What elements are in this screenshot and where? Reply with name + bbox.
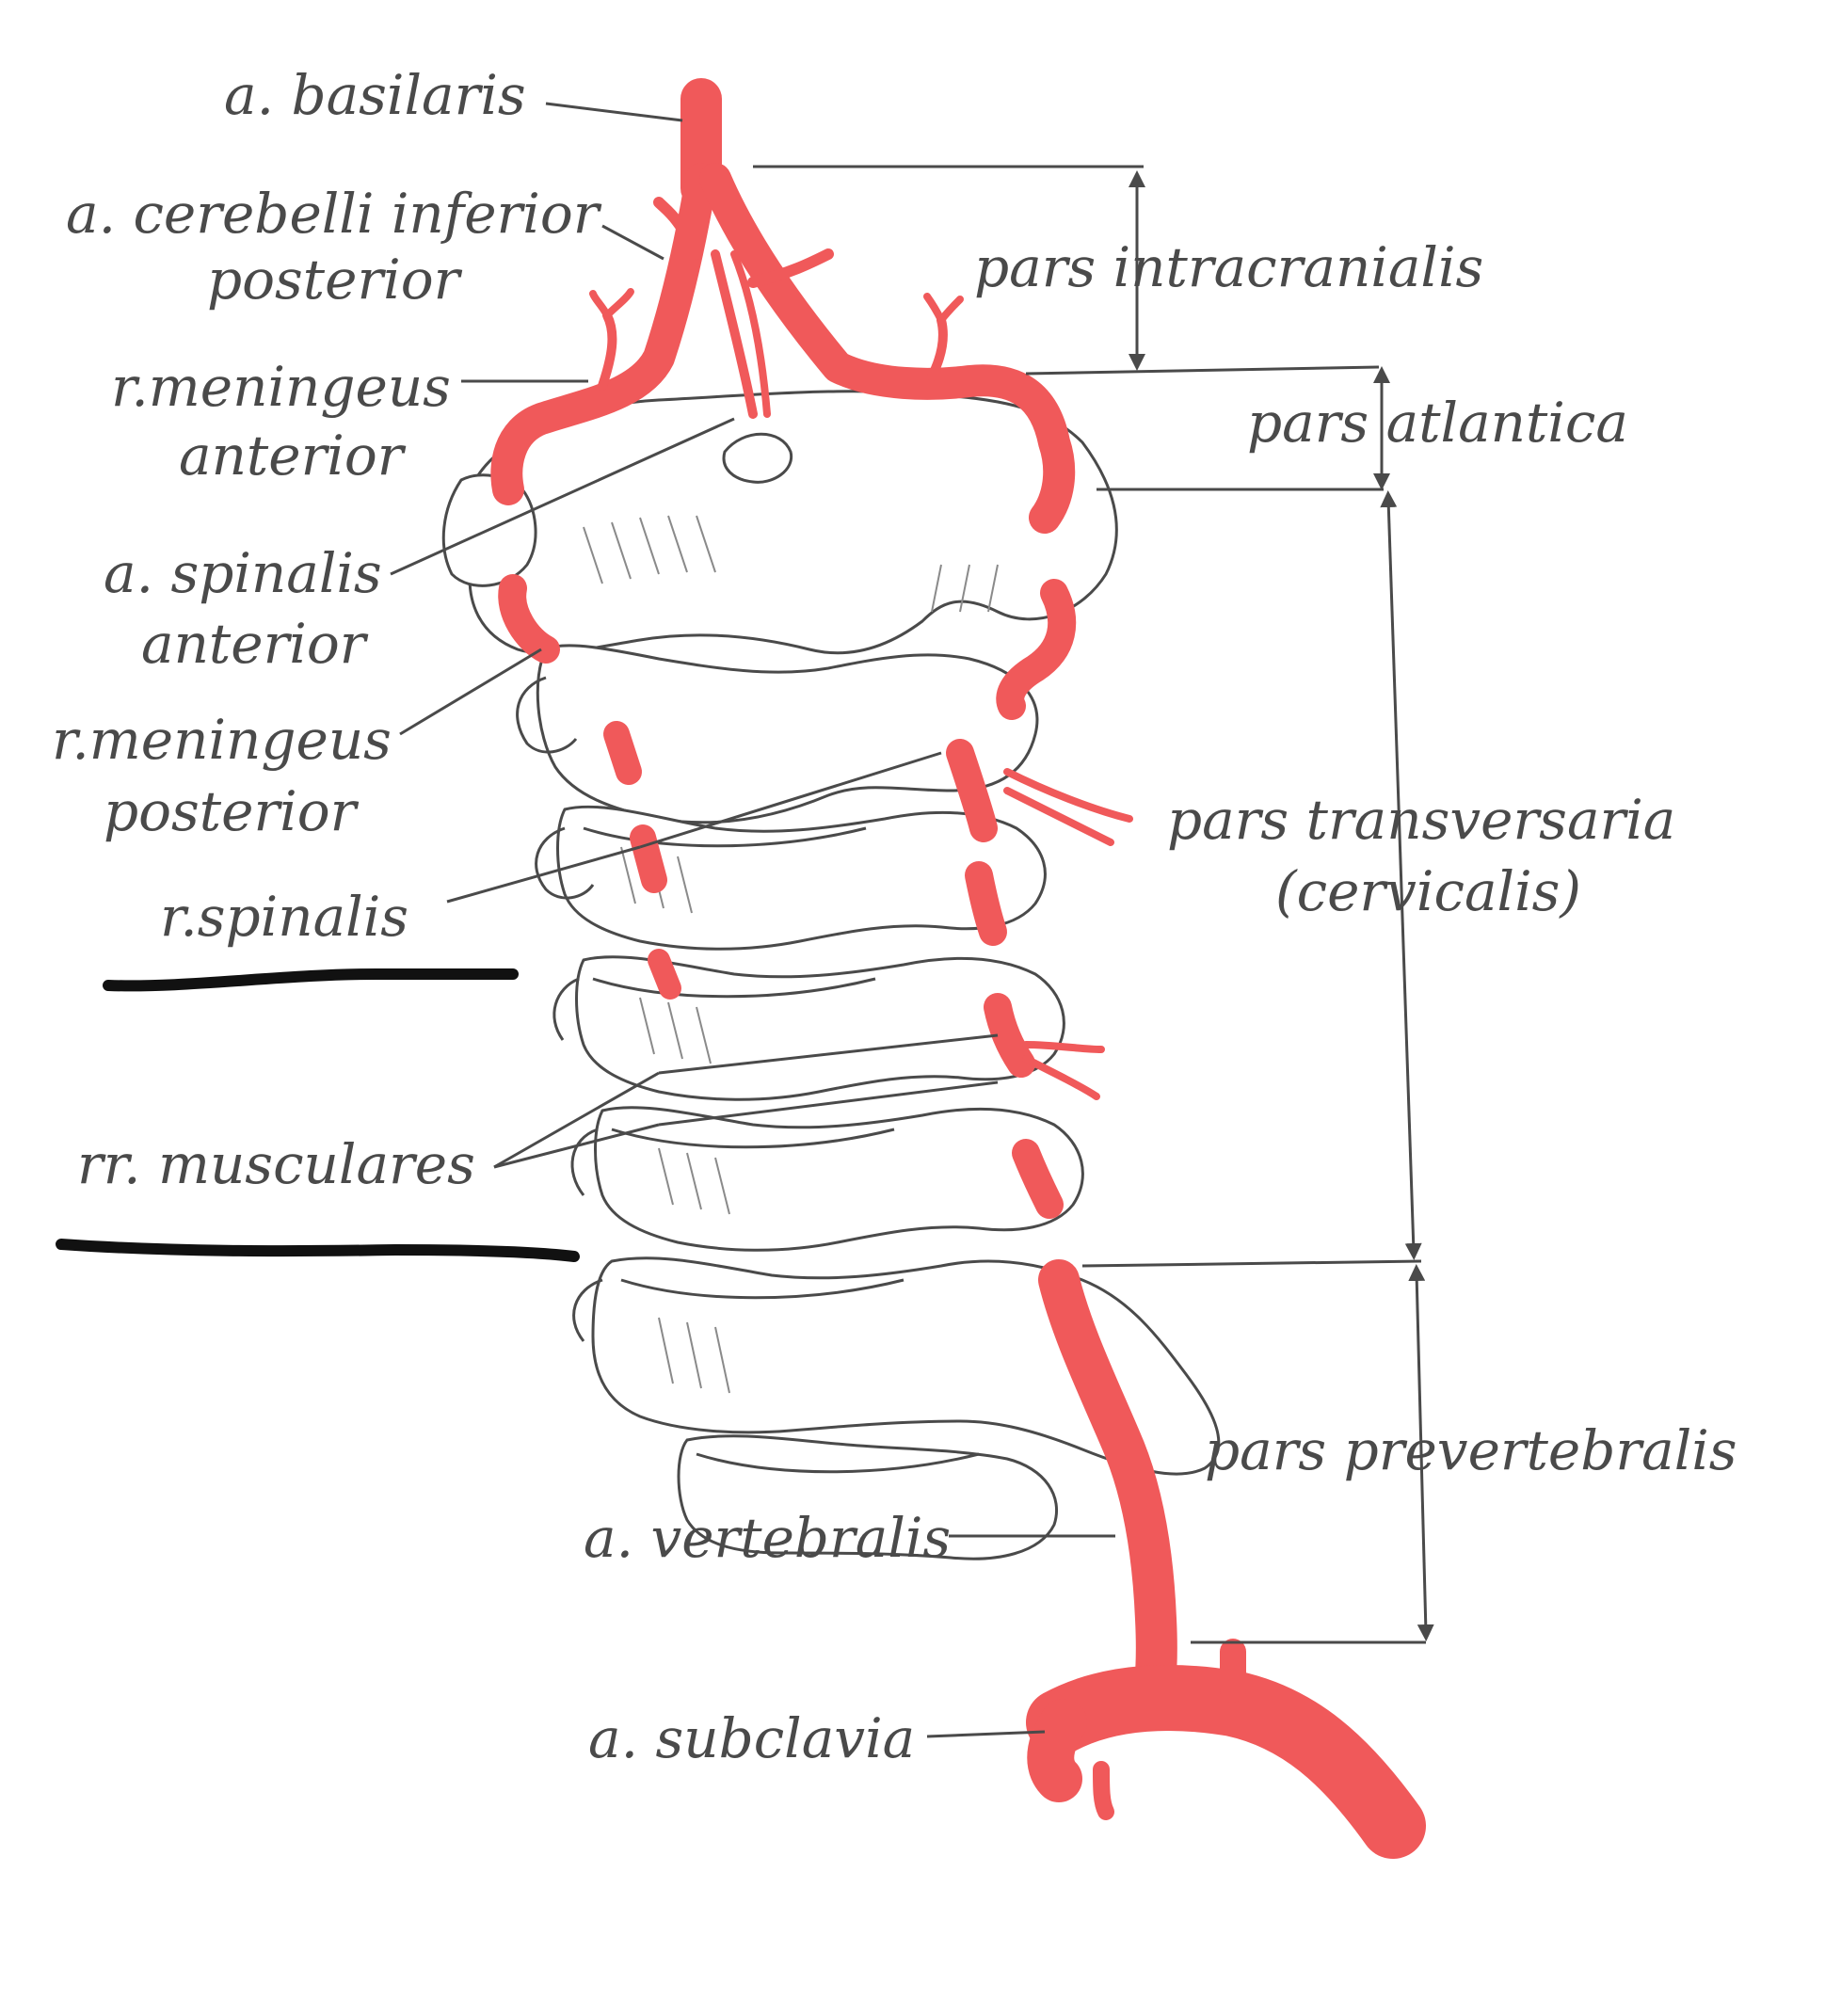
bracket-prevertebralis <box>1408 1264 1434 1641</box>
leader-basilaris <box>545 102 683 122</box>
label-r-meningeus-anterior: r.meningeus <box>111 355 451 419</box>
bone-shading <box>583 515 999 1394</box>
subclavian-artery <box>1026 1665 1426 1859</box>
left-vertebral-atlas <box>498 574 560 664</box>
subclavian-left-stem <box>1027 1699 1087 1802</box>
c3-left-process <box>535 826 595 900</box>
c5-left-process <box>570 1128 599 1196</box>
label-cervicalis: (cervicalis) <box>1275 859 1582 923</box>
label-a-subclavia: a. subclavia <box>588 1706 916 1770</box>
muscular-branch-lower-1 <box>1022 1041 1105 1053</box>
vertebral-prevertebral <box>1038 1259 1177 1715</box>
label-a-spinalis-anterior: a. spinalis <box>104 541 382 605</box>
disc-line-2 <box>592 977 876 999</box>
marker-r-spinalis <box>103 968 519 992</box>
cerebelli-branch-left <box>653 197 702 260</box>
leader-cerebelli <box>601 224 664 261</box>
leader-rr-musc-2 <box>493 1123 660 1169</box>
segment-brackets <box>753 165 1434 1644</box>
left-vertebral-upper <box>490 163 717 505</box>
label-a-cerebelli-inferior: a. cerebelli inferior <box>66 182 600 246</box>
label-pars-intracranialis: pars intracranialis <box>974 235 1484 299</box>
hand-markers <box>56 968 580 1262</box>
c6-left-process <box>572 1278 603 1342</box>
branch-right-upper <box>747 248 834 288</box>
label-r-spinalis: r.spinalis <box>160 885 409 949</box>
right-transversaria-1 <box>946 739 998 842</box>
dens <box>722 432 793 484</box>
vertebra-atlas <box>468 390 1118 655</box>
label-anterior-meningeus: anterior <box>179 424 404 488</box>
leader-men-post <box>399 648 542 736</box>
leader-r-spinalis-2 <box>639 751 942 849</box>
label-a-vertebralis: a. vertebralis <box>584 1506 952 1570</box>
right-transversaria-4 <box>1012 1139 1064 1219</box>
meningeus-anterior-left <box>598 311 617 391</box>
meningeus-anterior-right-b1 <box>923 293 945 324</box>
leader-rr-musc-4 <box>658 1080 999 1127</box>
right-transversaria-2 <box>965 861 1007 946</box>
cervical-spine <box>441 390 1221 1560</box>
label-pars-atlantica: pars atlantica <box>1247 391 1628 455</box>
subclavian-branch-down <box>1093 1761 1114 1820</box>
muscular-branch-upper-2 <box>1003 787 1114 846</box>
right-vertebral-atlas <box>996 579 1077 720</box>
bracket-transversaria <box>1380 490 1422 1260</box>
leader-r-spinalis <box>446 845 641 904</box>
muscular-branch-upper-1 <box>1003 768 1133 823</box>
leader-rr-musc-3 <box>658 1033 999 1075</box>
muscular-branch-lower-2 <box>1022 1055 1100 1100</box>
label-posterior-meningeus: posterior <box>104 779 357 843</box>
disc-line-3 <box>611 1128 895 1149</box>
disc-line-5 <box>696 1452 980 1474</box>
right-transversaria-3 <box>984 993 1035 1078</box>
right-vertebral-upper <box>699 163 1076 534</box>
leader-subclavia <box>926 1730 1046 1738</box>
axis-spinous <box>516 676 578 754</box>
label-a-basilaris: a. basilaris <box>224 63 526 127</box>
spinalis-branch-2 <box>730 250 771 418</box>
meningeus-anterior-left-b2 <box>603 288 634 319</box>
c4-left-process <box>552 977 580 1041</box>
vertebra-c3 <box>556 805 1047 951</box>
left-transversaria-1 <box>603 721 642 785</box>
leader-rr-musc-1 <box>493 1071 660 1169</box>
label-rr-musculares: rr. musculares <box>77 1132 475 1196</box>
vertebra-c5 <box>594 1106 1084 1252</box>
meningeus-anterior-right-b2 <box>937 296 964 324</box>
disc-line-4 <box>620 1278 904 1300</box>
meningeus-anterior-left-b1 <box>589 290 611 319</box>
label-r-meningeus-posterior: r.meningeus <box>52 708 392 772</box>
leader-spin-ant <box>390 417 735 576</box>
leader-lines <box>390 102 1115 1738</box>
spinalis-branch <box>711 249 758 419</box>
label-posterior-cerebelli: posterior <box>207 248 460 312</box>
vertebra-c7 <box>677 1434 1059 1560</box>
marker-rr-musculares <box>56 1239 580 1262</box>
meningeus-anterior-right <box>927 315 948 381</box>
label-anterior-spinalis: anterior <box>141 612 366 676</box>
label-pars-transversaria: pars transversaria <box>1167 788 1676 852</box>
left-transversaria-3 <box>648 949 681 1000</box>
disc-line-1 <box>583 826 867 848</box>
label-pars-prevertebralis: pars prevertebralis <box>1205 1418 1737 1482</box>
arteries <box>490 78 1426 1859</box>
